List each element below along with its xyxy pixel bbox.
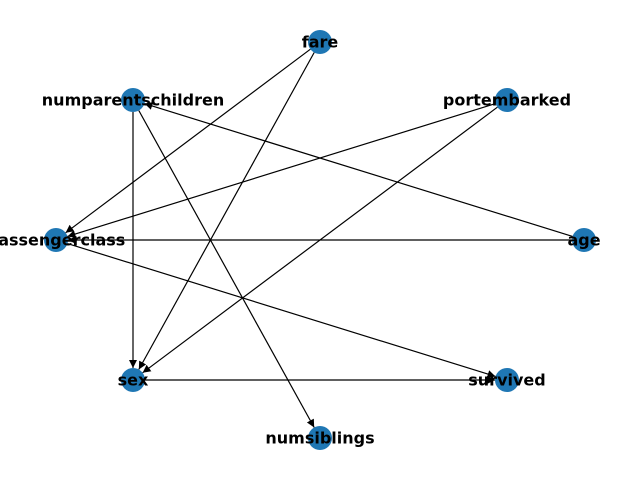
node-label-age: age [567, 231, 600, 250]
edge-fare-to-passengerclass [65, 48, 311, 234]
edge-age-to-numparentschildren [144, 102, 573, 238]
node-label-survived: survived [468, 371, 545, 390]
node-age [572, 228, 596, 252]
labels-layer: fare numparentschildren portembarked passen… [0, 33, 601, 448]
node-label-fare: fare [302, 33, 339, 52]
edge-portembarked-to-passengerclass [67, 102, 496, 238]
node-label-numsiblings: numsiblings [265, 429, 374, 448]
node-fare [308, 30, 332, 54]
node-numparentschildren [121, 88, 145, 112]
node-portembarked [495, 88, 519, 112]
node-label-passengerclass: passengerclass [0, 231, 125, 250]
node-numsiblings [308, 426, 332, 450]
edge-numparentschildren-to-numsiblings [138, 110, 315, 428]
edge-passengerclass-to-survived [67, 242, 496, 378]
node-label-sex: sex [118, 371, 149, 390]
nodes-layer [44, 30, 596, 450]
node-survived [495, 368, 519, 392]
edge-fare-to-sex [138, 52, 315, 370]
node-sex [121, 368, 145, 392]
edges-layer [65, 48, 573, 428]
node-passengerclass [44, 228, 68, 252]
node-label-portembarked: portembarked [443, 91, 571, 110]
node-label-numparentschildren: numparentschildren [42, 91, 224, 110]
